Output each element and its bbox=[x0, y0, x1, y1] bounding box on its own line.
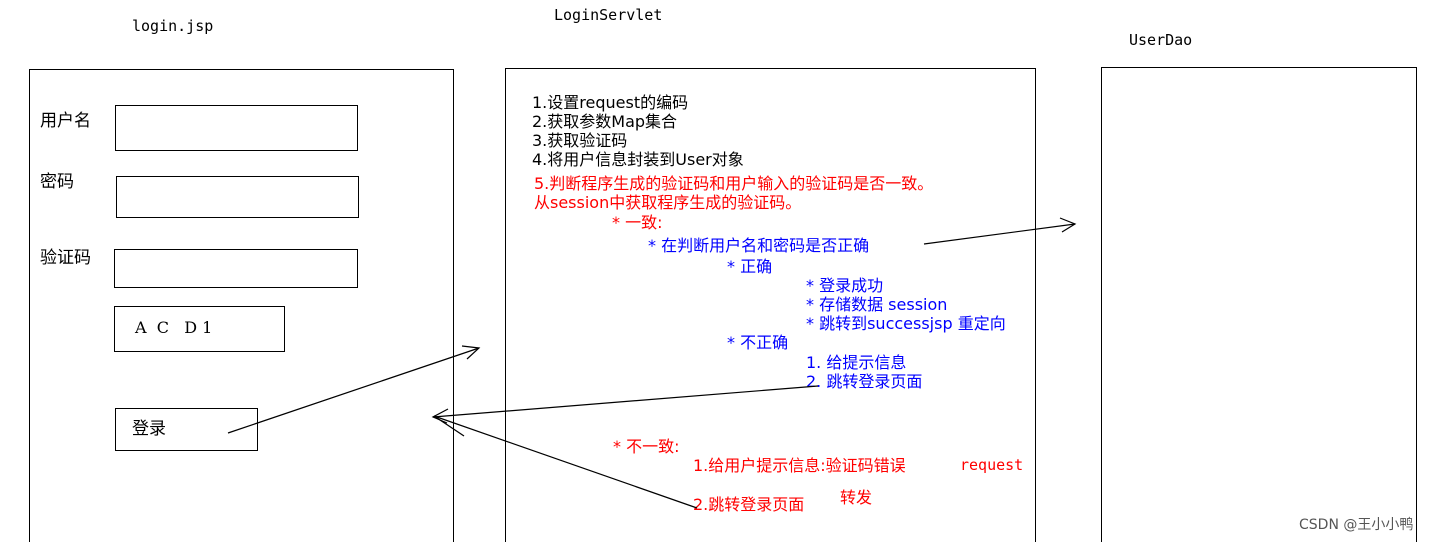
step-2: 2.获取参数Map集合 bbox=[532, 112, 678, 131]
forward-word: 转发 bbox=[840, 488, 873, 507]
captcha-image[interactable]: A C D 1 bbox=[114, 306, 285, 352]
incorrect-branch: * 不正确 bbox=[727, 333, 789, 352]
match-branch: * 一致: bbox=[612, 213, 663, 232]
step-3: 3.获取验证码 bbox=[532, 131, 628, 150]
give-hint: 1. 给提示信息 bbox=[806, 353, 907, 372]
step-1: 1.设置request的编码 bbox=[532, 93, 689, 112]
request-word: request bbox=[960, 456, 1024, 474]
captcha-image-text: A C D 1 bbox=[135, 318, 213, 337]
login-jsp-title: login.jsp bbox=[132, 17, 214, 35]
userdao-title: UserDao bbox=[1129, 31, 1193, 49]
step-5-line2: 从session中获取程序生成的验证码。 bbox=[534, 193, 802, 212]
login-servlet-title: LoginServlet bbox=[554, 6, 663, 24]
captcha-field[interactable] bbox=[114, 249, 358, 288]
password-field[interactable] bbox=[116, 176, 359, 218]
goto-login-page: 2. 跳转登录页面 bbox=[806, 372, 923, 391]
store-data: * 存储数据 session bbox=[806, 295, 948, 314]
login-success: * 登录成功 bbox=[806, 276, 884, 295]
userdao-panel bbox=[1101, 67, 1417, 542]
password-label: 密码 bbox=[40, 172, 74, 192]
login-jsp-panel bbox=[29, 69, 454, 542]
login-button-label: 登录 bbox=[132, 419, 166, 439]
username-label: 用户名 bbox=[40, 111, 91, 131]
mismatch-branch: * 不一致: bbox=[613, 437, 680, 456]
mismatch-hint: 1.给用户提示信息:验证码错误 bbox=[693, 456, 906, 475]
username-field[interactable] bbox=[115, 105, 358, 151]
mismatch-goto-login: 2.跳转登录页面 bbox=[693, 495, 805, 514]
captcha-label: 验证码 bbox=[40, 248, 91, 268]
login-servlet-panel bbox=[505, 68, 1036, 542]
login-button[interactable]: 登录 bbox=[115, 408, 258, 451]
step-5-line1: 5.判断程序生成的验证码和用户输入的验证码是否一致。 bbox=[534, 174, 934, 193]
check-credentials: * 在判断用户名和密码是否正确 bbox=[648, 236, 870, 255]
step-4: 4.将用户信息封装到User对象 bbox=[532, 150, 744, 169]
watermark: CSDN @王小小鸭 bbox=[1299, 517, 1414, 533]
correct-branch: * 正确 bbox=[727, 257, 773, 276]
redirect-success: * 跳转到successjsp 重定向 bbox=[806, 314, 1006, 333]
